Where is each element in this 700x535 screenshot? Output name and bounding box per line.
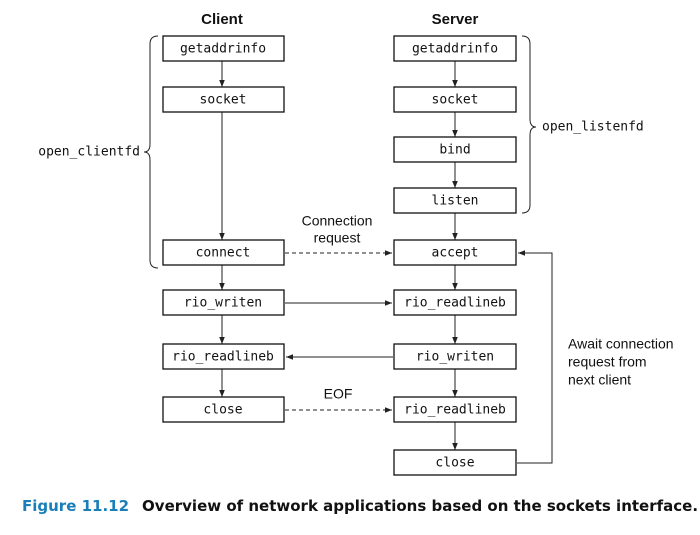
server-rio-readlineb-box [393,289,517,316]
server-bind-box [393,136,517,163]
open-listenfd-label: open_listenfd [542,120,644,135]
server-column-header: Server [432,11,479,28]
client-connect-label: connect [196,246,251,261]
client-rio-writen-box [162,289,285,316]
server-listen-box [393,187,517,214]
server-bind-label: bind [439,143,470,158]
await-connection-label-line3: next client [568,372,631,388]
client-socket-box [162,86,285,113]
client-rio-writen-label: rio_writen [184,296,262,311]
server-rio-readlineb-2-label: rio_readlineb [404,403,506,418]
server-listen-label: listen [432,194,479,209]
eof-label: EOF [324,386,353,402]
client-getaddrinfo-box [162,35,285,62]
client-connect-box [162,239,285,266]
client-getaddrinfo-label: getaddrinfo [180,42,266,57]
server-getaddrinfo-box [393,35,517,62]
server-accept-box [393,239,517,266]
server-getaddrinfo-label: getaddrinfo [412,42,498,57]
client-column-header: Client [201,11,243,28]
client-rio-readlineb-label: rio_readlineb [172,350,274,365]
server-socket-label: socket [432,93,479,108]
await-connection-label-line1: Await connection [568,336,674,352]
await-connection-label-line2: request from [568,354,647,370]
connection-request-label-line1: Connection [302,213,373,229]
server-rio-readlineb-2-box [393,396,517,423]
figure-caption-text: Overview of network applications based o… [142,497,698,515]
await-connection-loop-arrow [517,250,553,464]
client-socket-label: socket [200,93,247,108]
figure-number: Figure 11.12 [22,497,129,515]
open-listenfd-brace [521,35,537,214]
server-close-box [393,449,517,476]
connection-request-label-line2: request [314,230,361,246]
server-close-label: close [435,456,474,471]
server-rio-writen-box [393,343,517,370]
open-clientfd-label: open_clientfd [38,145,140,160]
client-close-label: close [203,403,242,418]
server-socket-box [393,86,517,113]
figure-caption: Figure 11.12 Overview of network applicat… [22,497,698,515]
server-rio-readlineb-label: rio_readlineb [404,296,506,311]
client-rio-readlineb-box [162,343,285,370]
server-rio-writen-label: rio_writen [416,350,494,365]
open-clientfd-brace [143,35,159,269]
client-close-box [162,396,285,423]
server-accept-label: accept [432,246,479,261]
